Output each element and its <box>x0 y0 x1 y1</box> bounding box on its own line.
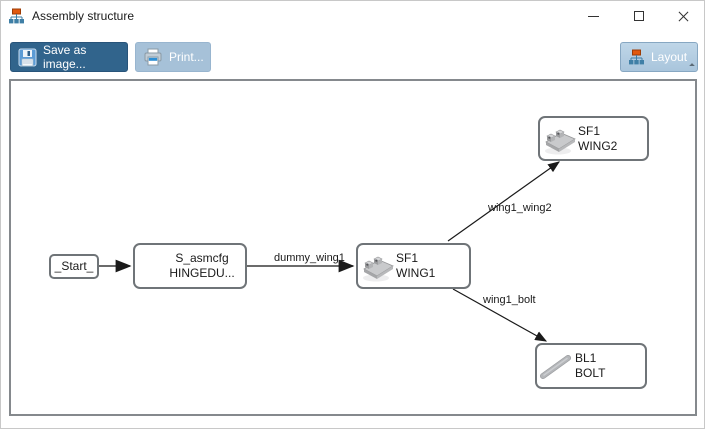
node-wing2-line1: SF1 <box>578 123 601 138</box>
layout-button[interactable]: Layout <box>620 42 698 72</box>
toolbar: Save as image... Print... <box>1 37 704 75</box>
layout-hierarchy-icon <box>628 49 645 66</box>
bolt-part-icon <box>537 349 575 383</box>
minimize-icon <box>588 15 599 17</box>
maximize-button[interactable] <box>616 1 661 31</box>
layout-label: Layout <box>651 50 688 64</box>
save-as-image-button[interactable]: Save as image... <box>10 42 128 72</box>
window-controls <box>571 1 704 31</box>
save-as-image-label: Save as image... <box>43 43 87 71</box>
node-asmcfg-line2: HINGEDU... <box>169 266 235 280</box>
edge-label-wing1-bolt: wing1_bolt <box>483 294 536 306</box>
node-bolt-label: BL1 BOLT <box>575 351 605 381</box>
edge-label-wing1-wing2: wing1_wing2 <box>488 202 552 214</box>
node-wing2[interactable]: SF1 WING2 <box>538 116 649 161</box>
close-button[interactable] <box>661 1 704 31</box>
wing-part-icon <box>358 249 396 283</box>
maximize-icon <box>633 11 644 21</box>
node-wing1-line1: SF1 <box>396 251 419 265</box>
edge-wing1-bolt <box>452 288 548 342</box>
node-wing2-line2: WING2 <box>578 138 618 153</box>
node-asmcfg-label: S_asmcfg HINGEDU... <box>165 251 245 281</box>
edge-wing1-wing2 <box>447 161 560 242</box>
node-start-label: _Start_ <box>54 259 94 273</box>
node-wing1-label: SF1 WING1 <box>396 251 435 281</box>
minimize-button[interactable] <box>571 1 616 31</box>
printer-icon <box>143 48 163 67</box>
node-bolt-line1: BL1 <box>575 351 597 365</box>
node-wing1[interactable]: SF1 WING1 <box>356 243 471 289</box>
node-bolt-line2: BOLT <box>575 366 606 380</box>
print-button[interactable]: Print... <box>135 42 211 72</box>
node-asmcfg-line1: S_asmcfg <box>175 251 229 265</box>
layout-dropdown-arrow-icon <box>689 63 695 69</box>
node-asmcfg[interactable]: S_asmcfg HINGEDU... <box>133 243 247 289</box>
node-wing2-label: SF1 WING2 <box>578 124 617 154</box>
node-bolt[interactable]: BL1 BOLT <box>535 343 647 389</box>
window-title: Assembly structure <box>32 9 135 23</box>
close-icon <box>678 11 689 22</box>
save-floppy-icon <box>18 48 37 67</box>
title-bar: Assembly structure <box>1 1 704 31</box>
print-label: Print... <box>169 50 204 64</box>
diagram-edges <box>98 161 560 342</box>
edge-label-dummy-wing1: dummy_wing1 <box>274 252 345 264</box>
assembly-diagram-canvas[interactable]: dummy_wing1 wing1_wing2 wing1_bolt _Star… <box>9 79 697 416</box>
node-start[interactable]: _Start_ <box>49 254 99 279</box>
node-wing1-line2: WING1 <box>396 266 436 280</box>
wing-part-icon <box>540 122 578 156</box>
hierarchy-icon <box>9 8 24 23</box>
